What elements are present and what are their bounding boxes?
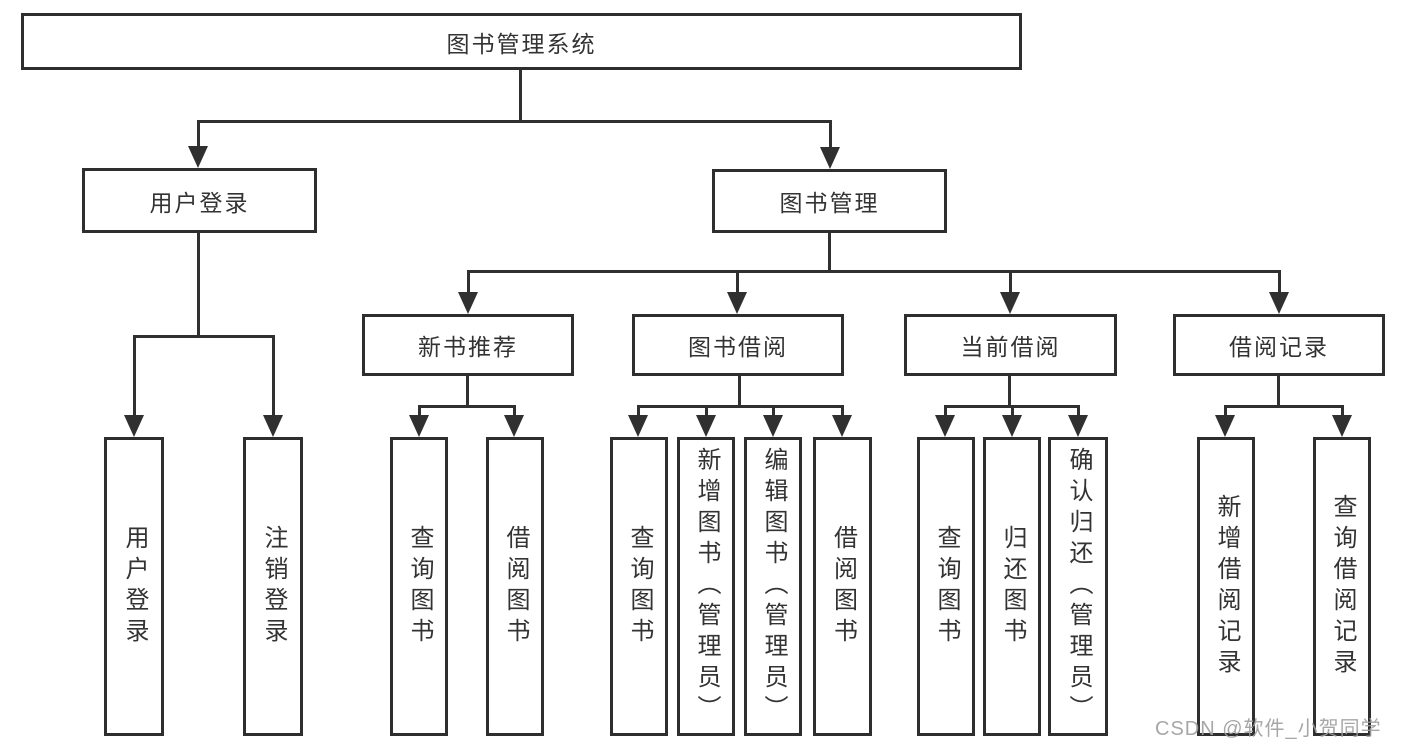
leaf-logout-label: 注销登录 — [260, 524, 287, 649]
node-book-borrow: 图书借阅 — [632, 314, 844, 376]
arrow-down-icon — [696, 415, 716, 437]
arrow-shaft — [133, 335, 136, 417]
arrow-down-icon — [263, 415, 283, 437]
arrow-shaft — [637, 405, 640, 417]
arrow-shaft — [513, 405, 516, 417]
leaf-edit-book-admin: 编辑图书（管理员） — [744, 437, 802, 736]
arrow-down-icon — [458, 292, 478, 314]
leaf-confirm-return-admin: 确认归还（管理员） — [1048, 437, 1108, 736]
arrow-shaft — [1278, 270, 1281, 294]
arrow-down-icon — [628, 415, 648, 437]
node-current-borrow: 当前借阅 — [904, 314, 1117, 376]
leaf-user-login-label: 用户登录 — [121, 524, 148, 649]
node-new-book-recommend-label: 新书推荐 — [418, 334, 518, 360]
node-book-management: 图书管理 — [712, 169, 947, 233]
node-user-login-label: 用户登录 — [149, 189, 250, 216]
node-new-book-recommend: 新书推荐 — [362, 314, 574, 376]
arrow-shaft — [1009, 270, 1012, 294]
arrow-down-icon — [1068, 415, 1088, 437]
leaf-borrow-book-recommend: 借阅图书 — [486, 437, 544, 736]
arrow-shaft — [272, 335, 275, 417]
leaf-query-book-borrow-label: 查询图书 — [626, 524, 653, 649]
arrow-shaft — [418, 405, 421, 417]
leaf-confirm-return-admin-label: 确认归还（管理员） — [1065, 447, 1092, 726]
node-borrow-records: 借阅记录 — [1173, 314, 1385, 376]
leaf-return-book: 归还图书 — [983, 437, 1041, 736]
arrow-shaft — [736, 270, 739, 294]
arrow-down-icon — [1269, 292, 1289, 314]
leaf-query-book-borrow: 查询图书 — [610, 437, 668, 736]
connector-rail-level3 — [467, 270, 1280, 273]
arrow-shaft — [1341, 405, 1344, 417]
connector-rail-level2 — [197, 120, 832, 123]
arrow-shaft — [705, 405, 708, 417]
leaf-add-book-admin-label: 新增图书（管理员） — [693, 447, 720, 726]
connector-stem-current-borrow — [1008, 376, 1011, 408]
leaf-borrow-book-borrow: 借阅图书 — [813, 437, 872, 736]
connector-stem-root — [519, 69, 522, 123]
leaf-edit-book-admin-label: 编辑图书（管理员） — [760, 447, 787, 726]
connector-stem-new-book-recommend — [466, 376, 469, 408]
arrow-down-icon — [832, 415, 852, 437]
arrow-down-icon — [124, 415, 144, 437]
arrow-shaft — [1077, 405, 1080, 417]
leaf-query-book-current-label: 查询图书 — [933, 524, 960, 649]
node-root: 图书管理系统 — [21, 13, 1022, 70]
leaf-query-book-recommend: 查询图书 — [390, 437, 448, 736]
connector-stem-book-borrow — [738, 376, 741, 408]
arrow-down-icon — [820, 147, 840, 169]
arrow-down-icon — [409, 415, 429, 437]
node-current-borrow-label: 当前借阅 — [960, 334, 1061, 360]
arrow-down-icon — [763, 415, 783, 437]
arrow-shaft — [467, 270, 470, 294]
watermark: CSDN @软件_小贺同学 — [1155, 718, 1382, 740]
arrow-shaft — [829, 120, 832, 149]
arrow-shaft — [1011, 405, 1014, 417]
leaf-user-login: 用户登录 — [104, 437, 164, 736]
leaf-borrow-book-recommend-label: 借阅图书 — [502, 524, 529, 649]
connector-rail-records-children — [1224, 405, 1344, 408]
node-book-borrow-label: 图书借阅 — [688, 334, 788, 360]
leaf-query-book-current: 查询图书 — [917, 437, 975, 736]
connector-stem-borrow-records — [1277, 376, 1280, 408]
arrow-down-icon — [1002, 415, 1022, 437]
arrow-down-icon — [1332, 415, 1352, 437]
leaf-query-book-recommend-label: 查询图书 — [406, 524, 433, 649]
connector-stem-user-login — [197, 232, 200, 338]
arrow-shaft — [197, 120, 200, 148]
leaf-query-borrow-record-label: 查询借阅记录 — [1329, 493, 1356, 680]
connector-stem-book-management — [828, 233, 831, 273]
leaf-logout: 注销登录 — [243, 437, 303, 736]
arrow-down-icon — [935, 415, 955, 437]
arrow-down-icon — [504, 415, 524, 437]
node-user-login: 用户登录 — [82, 168, 317, 233]
node-book-management-label: 图书管理 — [779, 190, 880, 216]
node-borrow-records-label: 借阅记录 — [1229, 334, 1329, 360]
leaf-query-borrow-record: 查询借阅记录 — [1313, 437, 1371, 736]
leaf-add-borrow-record-label: 新增借阅记录 — [1213, 493, 1240, 680]
connector-rail-recommend-children — [418, 405, 516, 408]
leaf-borrow-book-borrow-label: 借阅图书 — [829, 524, 857, 649]
arrow-shaft — [772, 405, 775, 417]
leaf-add-borrow-record: 新增借阅记录 — [1197, 437, 1255, 736]
connector-rail-user-login-children — [133, 335, 275, 338]
connector-rail-borrow-children — [637, 405, 844, 408]
node-root-label: 图书管理系统 — [446, 30, 597, 57]
arrow-down-icon — [727, 292, 747, 314]
arrow-down-icon — [188, 146, 208, 168]
arrow-shaft — [944, 405, 947, 417]
arrow-shaft — [841, 405, 844, 417]
leaf-add-book-admin: 新增图书（管理员） — [677, 437, 735, 736]
arrow-shaft — [1224, 405, 1227, 417]
arrow-down-icon — [1000, 292, 1020, 314]
leaf-return-book-label: 归还图书 — [999, 524, 1026, 649]
arrow-down-icon — [1215, 415, 1235, 437]
